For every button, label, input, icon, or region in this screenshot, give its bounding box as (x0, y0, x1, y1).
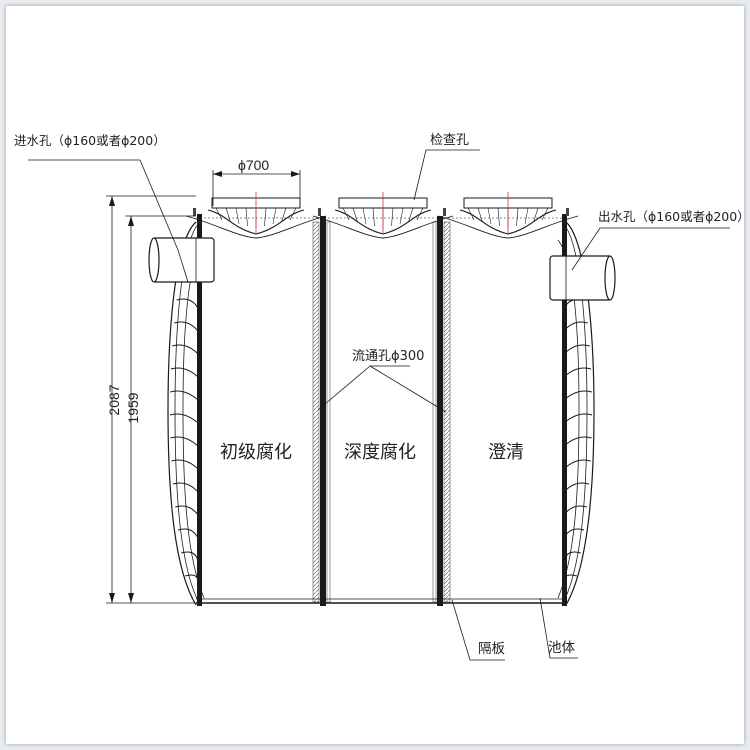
left-wall-rib (172, 344, 199, 355)
outlet-pipe (549, 255, 616, 301)
left-wall-rib (174, 321, 199, 332)
outer-height-label: 2087 (106, 384, 122, 415)
right-wall-rib (563, 413, 593, 424)
left-wall-rib (170, 367, 199, 378)
drawing-sheet (6, 6, 744, 744)
right-wall-rib (563, 390, 592, 401)
right-wall-rib (563, 436, 592, 447)
left-wall-rib (176, 298, 199, 309)
manhole (437, 192, 579, 239)
left-wall-rib (170, 390, 199, 401)
outlet-label: 出水孔（ϕ160或者ϕ200） (598, 209, 750, 224)
inspection-label: 检查孔 (430, 133, 469, 148)
left-wall-rib (171, 459, 199, 470)
left-wall-rib (169, 413, 199, 424)
left-wall-rib (177, 528, 199, 539)
inner-height-label: 1959 (125, 392, 141, 423)
left-wall-rib (185, 574, 199, 585)
inlet-label: 进水孔（ϕ160或者ϕ200） (14, 133, 166, 148)
chamber-second-label: 深度腐化 (344, 442, 416, 463)
inlet-pipe (148, 237, 215, 283)
partition-label: 隔板 (478, 641, 505, 657)
left-wall-rib (172, 482, 199, 493)
chamber-first-label: 初级腐化 (220, 442, 292, 463)
manhole (185, 192, 327, 239)
diameter-label: ϕ700 (238, 157, 269, 173)
tank-outline (196, 217, 566, 604)
chamber-walls (193, 208, 569, 606)
left-wall-rib (170, 436, 199, 447)
dimension-lines (106, 170, 301, 604)
flow-hole-label: 流通孔ϕ300 (352, 349, 424, 364)
left-wall-rib (175, 505, 199, 516)
leader-lines (28, 149, 730, 661)
manholes (185, 192, 579, 239)
chamber-third-label: 澄清 (488, 442, 524, 463)
manhole (312, 192, 454, 239)
tank-body-label: 池体 (548, 640, 576, 656)
